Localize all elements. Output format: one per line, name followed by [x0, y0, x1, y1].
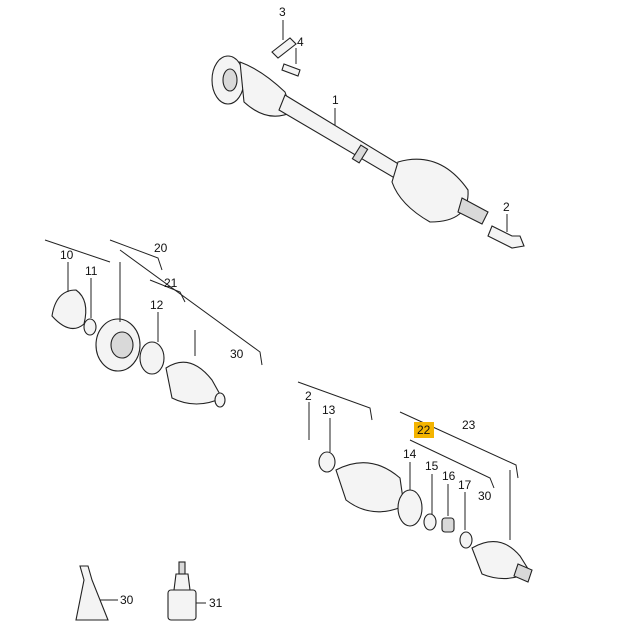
- callout-16: 16: [442, 469, 456, 483]
- small-clamp: [318, 451, 336, 473]
- consumables: [75, 561, 206, 621]
- shaft-damper: [351, 144, 369, 164]
- thrust-ring: [423, 513, 437, 531]
- outer-cv-spline: [513, 563, 533, 583]
- callout-12: 12: [150, 298, 164, 312]
- sealant-bottle-cap: [178, 561, 186, 575]
- boot-end: [214, 392, 226, 408]
- inner-joint-kit: [44, 239, 263, 408]
- callout-10: 10: [60, 248, 74, 262]
- bolt-small: [281, 63, 301, 77]
- grease-tube: [75, 565, 109, 621]
- shaft-spline: [457, 197, 489, 225]
- callout-3: 3: [279, 5, 286, 19]
- callout-22: 22: [417, 423, 431, 437]
- callout-2b: 2: [305, 389, 312, 403]
- callout-11: 11: [85, 264, 98, 278]
- bushing: [441, 517, 455, 533]
- shaft-flange-hub: [222, 68, 238, 92]
- callout-2a: 2: [503, 200, 510, 214]
- circlip: [83, 318, 97, 336]
- sealant-bottle: [167, 589, 197, 621]
- large-clamp: [397, 489, 423, 527]
- outer-circlip: [459, 531, 473, 549]
- bolt-item-2: [487, 225, 525, 249]
- callout-31: 31: [209, 596, 223, 610]
- outer-joint-kit: [297, 381, 533, 583]
- gasket: [51, 289, 87, 330]
- callout-30b: 30: [478, 489, 492, 503]
- inner-boot: [165, 361, 223, 405]
- callout-30a: 30: [230, 347, 244, 361]
- callout-13: 13: [322, 403, 336, 417]
- callout-15: 15: [425, 459, 439, 473]
- callout-20: 20: [154, 241, 168, 255]
- callout-17: 17: [458, 478, 472, 492]
- callout-30c: 30: [120, 593, 134, 607]
- callout-highlight: [414, 422, 434, 438]
- shaft-bar: [278, 94, 406, 181]
- hose-clamp: [139, 341, 165, 375]
- sealant-bottle-neck: [173, 573, 191, 591]
- callout-14: 14: [403, 447, 417, 461]
- cv-joint-core: [110, 331, 134, 359]
- drive-shaft-assembly: [211, 20, 525, 249]
- callout-23: 23: [462, 418, 476, 432]
- callout-4: 4: [297, 35, 304, 49]
- callout-labels: 1 2 3 4 20 10 11 21 12 30 2 13 22 23 14 …: [60, 5, 510, 610]
- shaft-outer-boot: [391, 158, 469, 223]
- callout-21: 21: [164, 276, 178, 290]
- lock-plate: [271, 37, 297, 59]
- outer-boot: [335, 462, 405, 513]
- callout-1: 1: [332, 93, 339, 107]
